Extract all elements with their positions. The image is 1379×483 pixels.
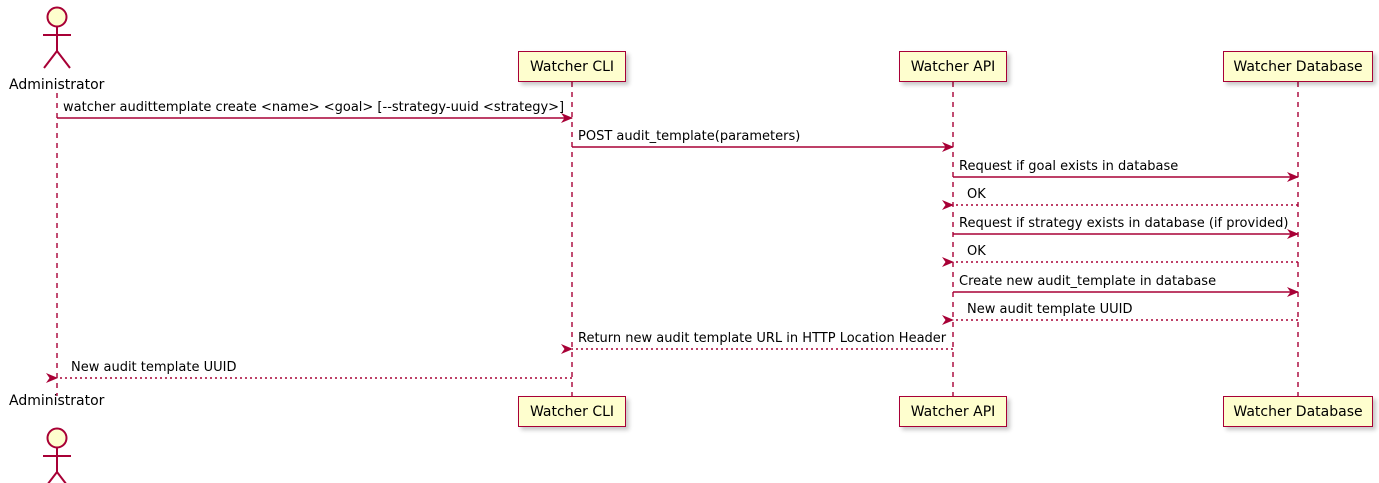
participant-label: Watcher CLI [529, 58, 615, 75]
actor-label-administrator-top: Administrator [9, 77, 105, 93]
actor-figures-group [43, 6, 71, 483]
actor-figure-administrator-top [43, 6, 71, 69]
participant-box-watcher-cli-bottom: Watcher CLI [518, 396, 626, 427]
message-label-6: OK [967, 244, 986, 259]
actor-label-administrator-bottom: Administrator [9, 393, 105, 409]
message-label-9: Return new audit template URL in HTTP Lo… [578, 331, 947, 346]
participant-box-watcher-api-bottom: Watcher API [899, 396, 1007, 427]
message-label-7: Create new audit_template in database [959, 274, 1217, 289]
participant-box-watcher-database-bottom: Watcher Database [1223, 396, 1373, 427]
message-label-10: New audit template UUID [71, 360, 237, 375]
participant-box-watcher-cli-top: Watcher CLI [518, 51, 626, 82]
participant-label: Watcher Database [1233, 403, 1363, 420]
participant-label: Watcher Database [1233, 58, 1363, 75]
message-label-5: Request if strategy exists in database (… [959, 216, 1289, 231]
message-label-4: OK [967, 187, 986, 202]
participant-box-watcher-api-top: Watcher API [899, 51, 1007, 82]
message-label-8: New audit template UUID [967, 302, 1133, 317]
participant-label: Watcher API [910, 58, 996, 75]
message-arrows-group [46, 113, 1299, 383]
participant-label: Watcher API [910, 403, 996, 420]
participant-label: Watcher CLI [529, 403, 615, 420]
participant-box-watcher-database-top: Watcher Database [1223, 51, 1373, 82]
message-label-3: Request if goal exists in database [959, 159, 1179, 174]
lifelines-group [56, 82, 1299, 396]
message-label-1: watcher audittemplate create <name> <goa… [63, 100, 565, 115]
actor-figure-administrator-bottom [43, 427, 71, 483]
message-label-2: POST audit_template(parameters) [578, 129, 801, 144]
